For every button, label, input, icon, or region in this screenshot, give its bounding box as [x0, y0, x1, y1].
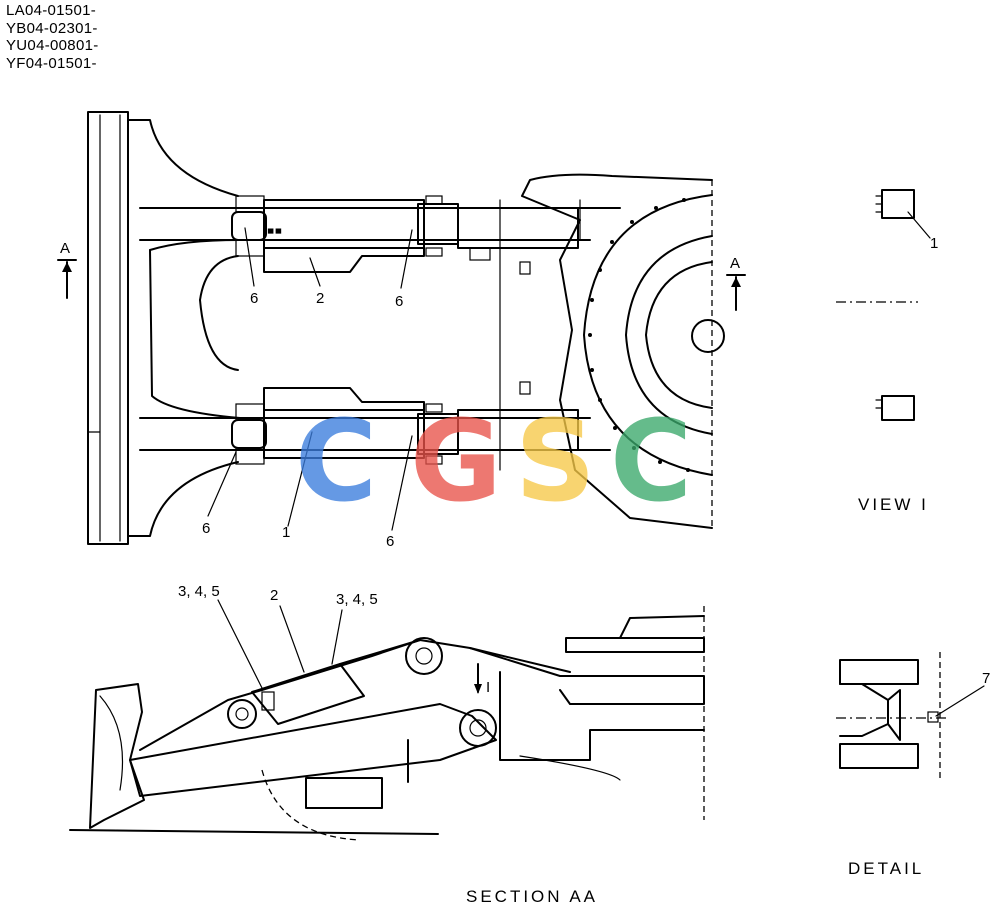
- watermark: C G S C: [295, 397, 692, 527]
- detail-view: 7 DETAIL: [836, 652, 990, 878]
- callout-6: 6: [250, 290, 258, 307]
- watermark-letter: C: [295, 397, 377, 527]
- svg-text:≡ ≡: ≡ ≡: [268, 226, 281, 236]
- lower-lift-cylinder: [231, 387, 579, 465]
- callout-6: 6: [202, 520, 210, 537]
- callout-3-4-5: 3, 4, 5: [336, 591, 378, 608]
- dozer-blade: [87, 111, 239, 545]
- section-caption: SECTION AA: [466, 887, 598, 906]
- top-view: ≡ ≡: [57, 111, 746, 550]
- callout-6: 6: [386, 533, 394, 550]
- section-letter: A: [60, 240, 70, 257]
- serial-range: YB04-02301-: [6, 19, 98, 37]
- callout-leaders: [207, 227, 413, 531]
- view-marker: I: [486, 679, 490, 696]
- view-i: 1 VIEW I: [836, 189, 938, 514]
- side-lift-cylinder: [227, 639, 421, 729]
- section-marker-right: A: [726, 255, 746, 311]
- callout-3-4-5: 3, 4, 5: [178, 583, 220, 600]
- callout-7: 7: [982, 670, 990, 687]
- section-letter: A: [730, 255, 740, 272]
- serial-range: YU04-00801-: [6, 37, 99, 54]
- watermark-letter: G: [410, 397, 502, 527]
- serial-number-list: LA04-01501- YB04-02301- YU04-00801- YF04…: [6, 2, 99, 72]
- callout-2: 2: [270, 587, 278, 604]
- callout-1: 1: [282, 524, 290, 541]
- section-marker-left: A: [57, 240, 77, 299]
- serial-range: YF04-01501-: [6, 54, 97, 72]
- watermark-letter: S: [515, 397, 596, 527]
- callout-1: 1: [930, 235, 938, 252]
- swing-circle: [521, 173, 725, 529]
- callout-6: 6: [395, 293, 403, 310]
- callout-2: 2: [316, 290, 324, 307]
- section-aa: I 3, 4, 5 2 3, 4, 5 SECTION AA: [69, 583, 705, 906]
- bolt-holes: [588, 198, 690, 472]
- view-caption: VIEW I: [858, 495, 929, 514]
- watermark-letter: C: [610, 397, 692, 527]
- serial-range: LA04-01501-: [6, 2, 97, 19]
- detail-caption: DETAIL: [848, 859, 924, 878]
- view-i-arrow: I: [474, 663, 490, 696]
- upper-lift-cylinder: ≡ ≡: [231, 195, 579, 273]
